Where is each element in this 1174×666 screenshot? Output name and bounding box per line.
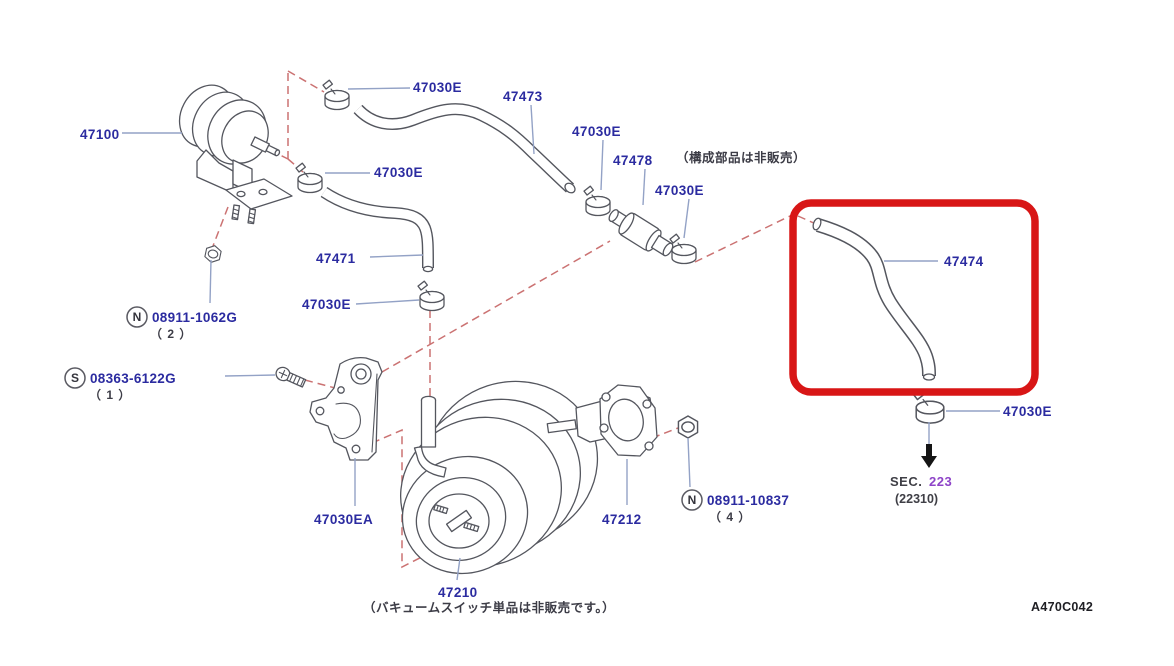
note-vacuum-switch-not-sold: （バキュームスイッチ単品は非販売です。） xyxy=(363,600,615,615)
nut-08911-1062G-drawing xyxy=(203,243,223,265)
screw-08363-6122G-drawing xyxy=(275,366,307,388)
gasket-47212-drawing xyxy=(599,384,658,457)
section-code: (22310) xyxy=(895,492,938,506)
label-47474[interactable]: 47474 xyxy=(944,254,984,269)
nut-08911-10837-drawing xyxy=(677,415,699,439)
symbol-circle-N xyxy=(681,489,703,511)
label-47030E-valve[interactable]: 47030E xyxy=(655,183,704,198)
hose-clamp-drawing xyxy=(669,233,697,265)
symbol-circle-N xyxy=(126,306,148,328)
label-47478[interactable]: 47478 xyxy=(613,153,653,168)
hardware-number: 08911-1062G xyxy=(152,310,237,325)
label-47471[interactable]: 47471 xyxy=(316,251,356,266)
callout-nut-08911-1062G[interactable]: N 08911-1062G （ 2 ） xyxy=(126,306,237,341)
hose-47473-drawing xyxy=(353,103,576,194)
hose-47474-drawing xyxy=(812,217,936,381)
note-components-not-sold: （構成部品は非販売） xyxy=(676,150,806,165)
check-valve-47478-drawing xyxy=(608,209,674,257)
label-47210[interactable]: 47210 xyxy=(438,585,478,600)
leader-lines xyxy=(122,87,1000,581)
label-47212[interactable]: 47212 xyxy=(602,512,642,527)
section-label: SEC. xyxy=(890,474,922,489)
label-47030E-top[interactable]: 47030E xyxy=(413,80,462,95)
hose-clamp-drawing xyxy=(417,280,445,312)
highlight-box xyxy=(789,199,1039,396)
symbol-circle-S xyxy=(64,367,86,389)
hardware-qty: （ 4 ） xyxy=(709,509,751,524)
label-47030EA[interactable]: 47030EA xyxy=(314,512,373,527)
callout-nut-08911-10837[interactable]: N 08911-10837 （ 4 ） xyxy=(681,489,789,524)
hose-clamp-drawing xyxy=(295,162,323,194)
label-47473[interactable]: 47473 xyxy=(503,89,543,104)
label-47030E-left[interactable]: 47030E xyxy=(374,165,423,180)
section-number: 223 xyxy=(929,474,952,489)
hardware-number: 08911-10837 xyxy=(707,493,789,508)
symbol-letter: N xyxy=(133,310,142,324)
hose-clamp-drawing xyxy=(322,79,350,111)
symbol-letter: N xyxy=(688,493,697,507)
label-47030E-bottom-right[interactable]: 47030E xyxy=(1003,404,1052,419)
booster-47210-drawing xyxy=(399,380,653,575)
hardware-qty: （ 1 ） xyxy=(89,387,131,402)
hose-clamp-drawing xyxy=(583,185,611,217)
symbol-letter: S xyxy=(71,371,79,385)
label-47030E-upper-right[interactable]: 47030E xyxy=(572,124,621,139)
section-arrow-icon xyxy=(921,444,937,468)
callout-screw-08363-6122G[interactable]: S 08363-6122G （ 1 ） xyxy=(64,367,176,402)
label-47100[interactable]: 47100 xyxy=(80,127,120,142)
canister-47100-drawing xyxy=(178,84,293,225)
hose-47471-drawing xyxy=(320,186,434,273)
drawing-code: A470C042 xyxy=(1031,600,1093,614)
hardware-number: 08363-6122G xyxy=(90,371,176,386)
section-reference[interactable]: SEC. 223 (22310) xyxy=(890,474,952,506)
bracket-47030EA-drawing xyxy=(309,356,383,461)
label-47030E-middle[interactable]: 47030E xyxy=(302,297,351,312)
hardware-qty: （ 2 ） xyxy=(150,326,192,341)
